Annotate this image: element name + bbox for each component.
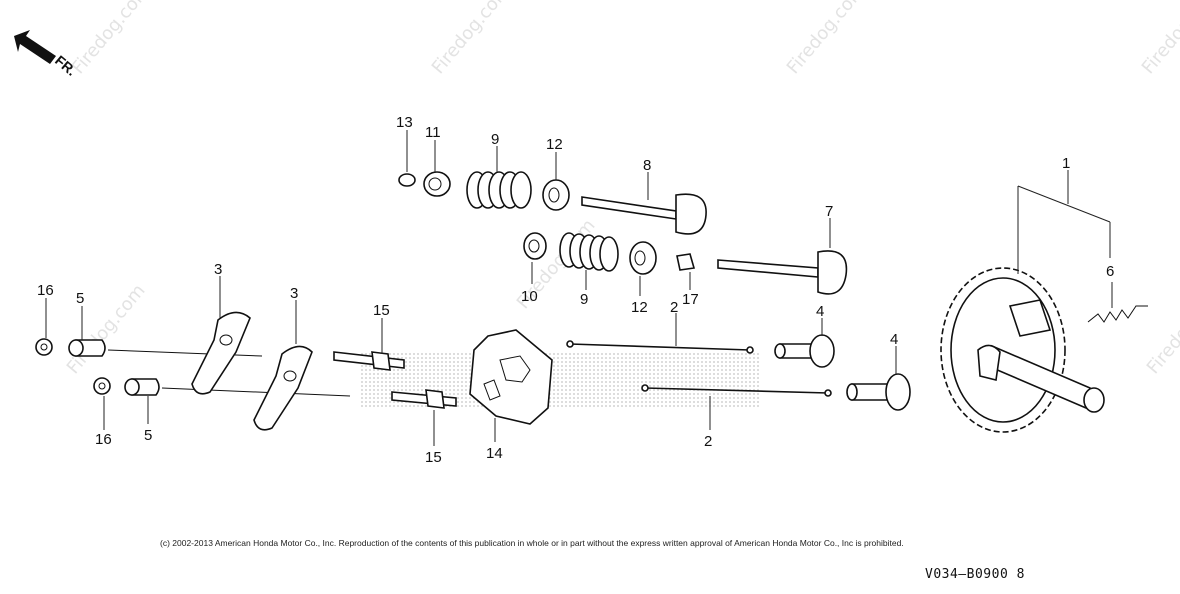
callout-16-upper[interactable]: 16 [37,282,54,299]
watermark: Firedog.com [428,0,515,78]
callout-numbers: 1 2 2 3 3 4 4 5 5 6 7 8 9 9 10 11 12 12 … [37,114,1114,466]
part-12-retainer-lower[interactable] [629,241,657,275]
callout-9-lower[interactable]: 9 [580,291,588,308]
callout-11[interactable]: 11 [425,124,441,141]
watermark: Firedog.com [68,0,155,78]
part-17-keeper[interactable] [676,253,696,271]
callout-9-upper[interactable]: 9 [491,131,499,148]
drawing-code: V034–B0900 8 [925,567,1025,582]
callout-15-upper[interactable]: 15 [373,302,390,319]
assembly-guide-line [107,349,263,357]
callout-4-upper[interactable]: 4 [816,303,824,320]
arrow-icon [14,30,56,64]
part-13-cap[interactable] [398,173,416,187]
part-2-push-rod-upper[interactable] [566,340,754,354]
callout-4-lower[interactable]: 4 [890,331,898,348]
callout-13[interactable]: 13 [396,114,413,131]
part-5-pivot-upper[interactable] [68,339,106,357]
part-16-nut-upper[interactable] [35,338,53,356]
part-15-stud-upper[interactable] [333,351,405,371]
part-3-rocker-arm-left[interactable] [191,311,251,395]
part-9-valve-spring-upper[interactable] [466,171,532,209]
callout-2-upper[interactable]: 2 [670,299,678,316]
part-12-retainer-upper[interactable] [542,179,570,211]
part-1-camshaft[interactable] [940,267,1105,433]
part-6-decompressor-spring[interactable] [1087,305,1148,323]
callout-17[interactable]: 17 [682,291,699,308]
part-2-push-rod-lower[interactable] [641,384,832,397]
watermark: Firedog.com [1138,0,1180,78]
part-7-valve[interactable] [717,250,848,295]
part-4-valve-lifter-lower[interactable] [846,373,911,411]
part-10-stem-seal[interactable] [523,232,547,260]
callout-1[interactable]: 1 [1062,155,1070,172]
part-16-nut-lower[interactable] [93,377,111,395]
part-4-valve-lifter-upper[interactable] [774,334,835,368]
watermark: Firedog.com [1143,280,1180,378]
callout-12-upper[interactable]: 12 [546,136,563,153]
callout-16-lower[interactable]: 16 [95,431,112,448]
callout-10[interactable]: 10 [521,288,538,305]
front-direction-arrow: FR. [14,30,80,79]
part-5-pivot-lower[interactable] [124,378,160,396]
callout-lines [45,130,1113,446]
part-9-valve-spring-lower[interactable] [559,232,619,272]
callout-14[interactable]: 14 [486,445,503,462]
callout-3-right[interactable]: 3 [290,285,298,302]
assembly-guide-line [161,387,351,397]
callout-2-lower[interactable]: 2 [704,433,712,450]
part-14-guide-plate[interactable] [469,329,553,425]
watermark: Firedog.com [783,0,870,78]
callout-5-lower[interactable]: 5 [144,427,152,444]
callout-3-left[interactable]: 3 [214,261,222,278]
callout-15-lower[interactable]: 15 [425,449,442,466]
part-15-stud-lower[interactable] [391,389,457,409]
callout-12-lower[interactable]: 12 [631,299,648,316]
callout-6[interactable]: 6 [1106,263,1114,280]
part-8-valve[interactable] [581,193,707,235]
callout-8[interactable]: 8 [643,157,651,174]
part-11-seal[interactable] [423,171,451,197]
callout-5-upper[interactable]: 5 [76,290,84,307]
copyright-notice: (c) 2002-2013 American Honda Motor Co., … [160,538,904,548]
callout-7[interactable]: 7 [825,203,833,220]
part-3-rocker-arm-right[interactable] [253,345,313,431]
